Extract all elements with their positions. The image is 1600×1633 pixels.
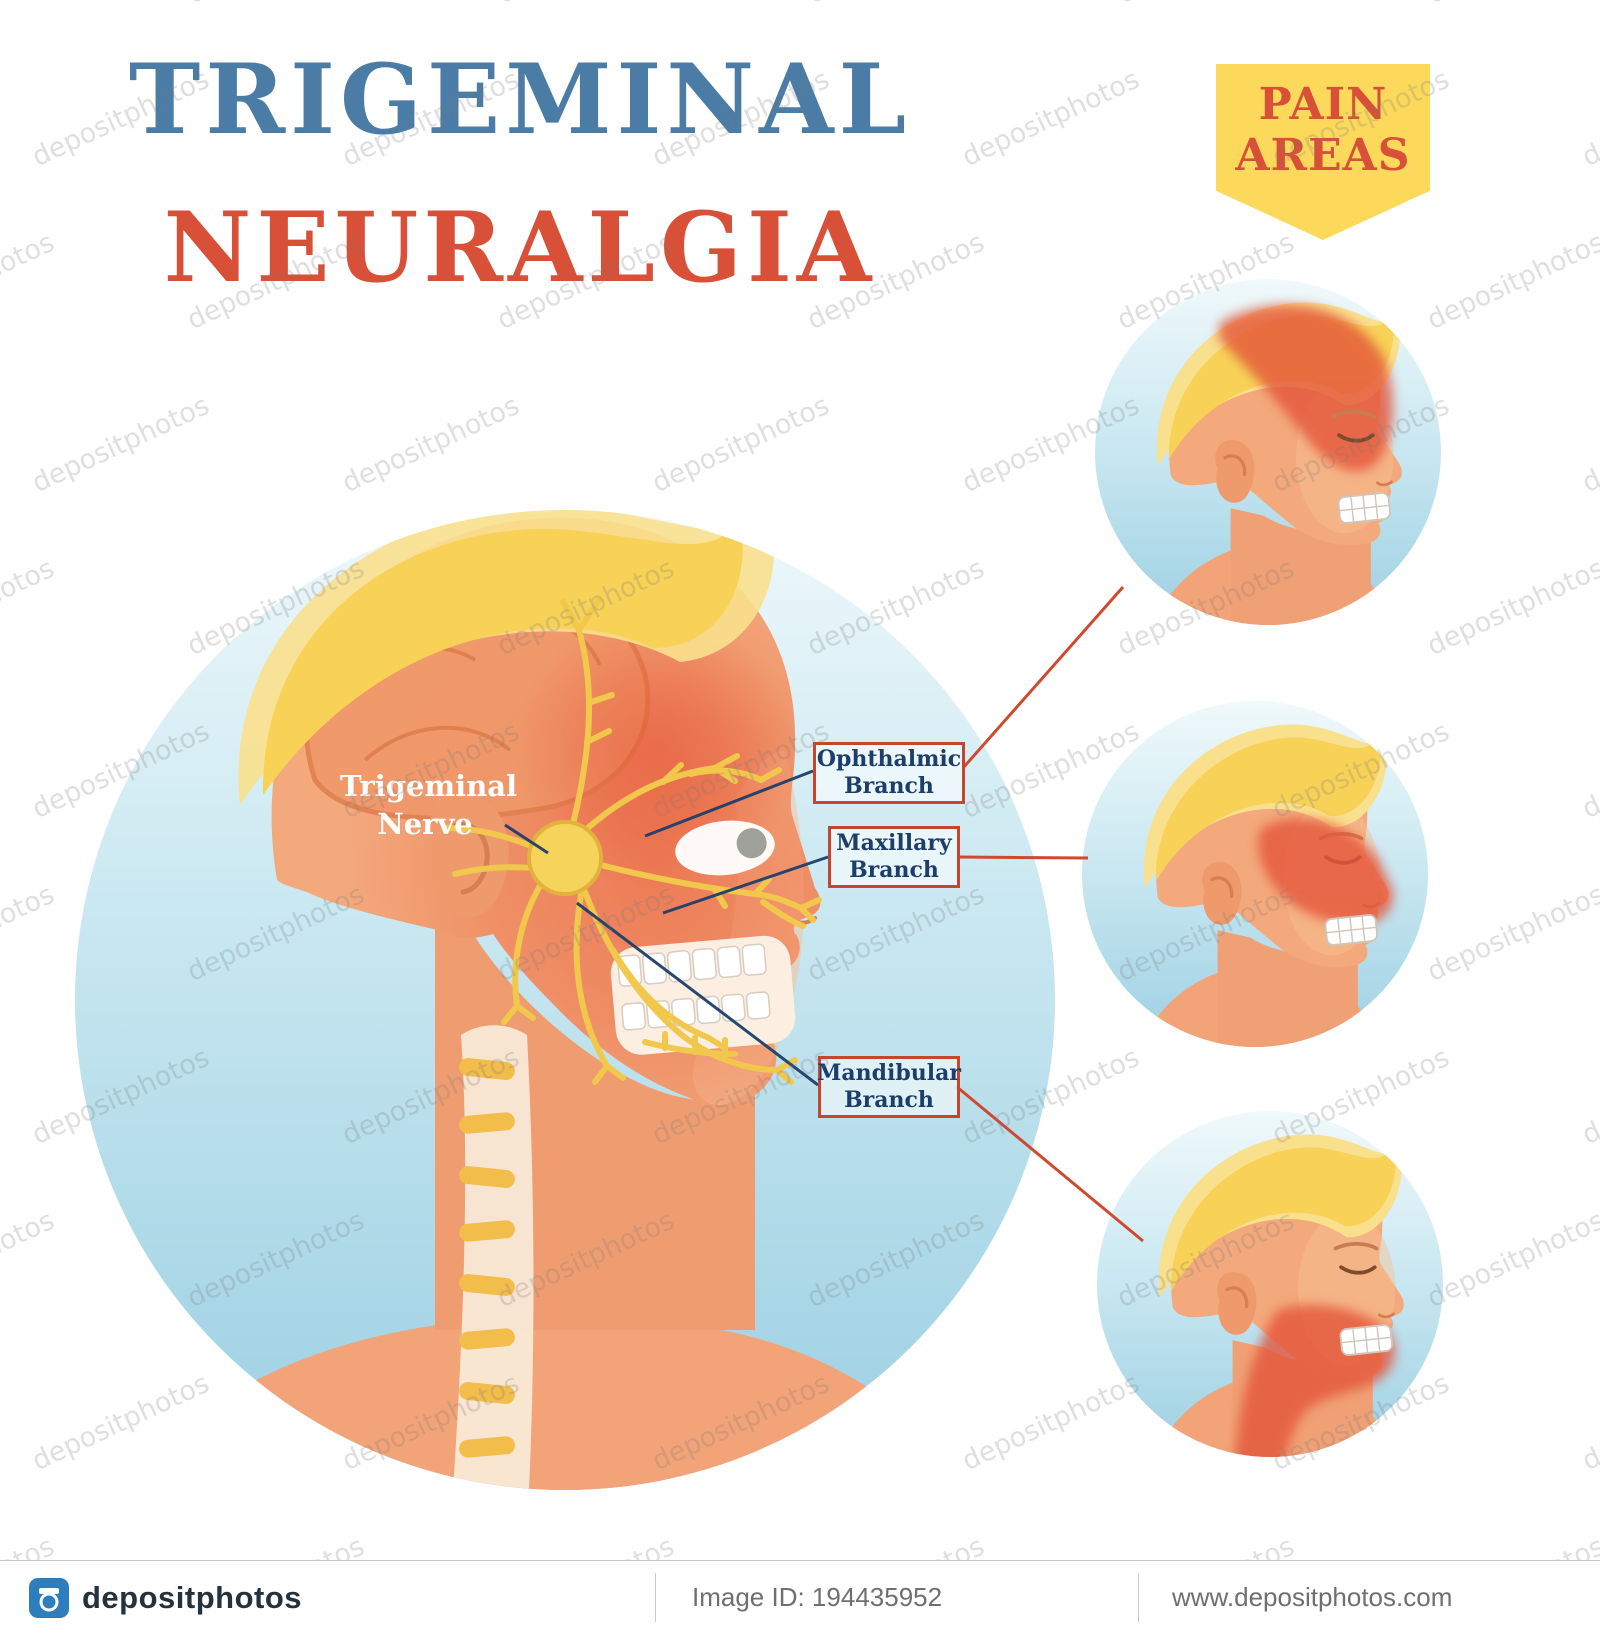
hair: [238, 510, 774, 805]
pain-area-ophthalmic: [1081, 265, 1455, 639]
maxillary-branch-label: Maxillary Branch: [828, 826, 960, 888]
maxillary-pain-overlay: [1258, 818, 1393, 925]
depositphotos-logo: depositphotos: [28, 1561, 302, 1633]
website-url-text: www.depositphotos.com: [1172, 1582, 1453, 1612]
watermark-text: depositphotos: [1422, 878, 1600, 989]
image-id-text: Image ID: 194435952: [692, 1582, 943, 1612]
watermark-text: depositphotos: [1577, 715, 1600, 826]
banner-line-pain: PAIN: [1258, 79, 1388, 130]
pain-area-mandibular: [1083, 1097, 1457, 1471]
watermark-text: depositphotos: [1577, 63, 1600, 174]
pain-area-maxillary: [1068, 687, 1442, 1061]
pain-areas-banner: PAIN AREAS: [1216, 64, 1430, 240]
watermark-text: depositphotos: [1577, 389, 1600, 500]
footer-separator: [1138, 1573, 1139, 1622]
banner-line-areas: AREAS: [1235, 129, 1411, 181]
watermark-text: depositphotos: [802, 0, 989, 10]
depositphotos-logo-icon: [29, 1577, 69, 1618]
depositphotos-logo-text: depositphotos: [82, 1579, 303, 1615]
title-line-trigeminal: TRIGEMINAL: [128, 43, 912, 156]
watermark-text: depositphotos: [1577, 1041, 1600, 1152]
watermark-text: depositphotos: [1422, 0, 1600, 10]
watermark-text: depositphotos: [182, 0, 369, 10]
watermark-text: depositphotos: [1112, 0, 1299, 10]
footer-bar: depositphotos Image ID: 194435952 www.de…: [0, 1560, 1600, 1633]
trigeminal-nerve-illustration: [75, 510, 1055, 1490]
trigeminal-nerve-label: Trigeminal Nerve: [340, 769, 518, 841]
watermark-text: depositphotos: [0, 0, 59, 10]
watermark-text: depositphotos: [1577, 1367, 1600, 1478]
ear: [429, 793, 509, 917]
ophthalmic-branch-label: Ophthalmic Branch: [813, 742, 965, 804]
page-title: TRIGEMINAL NEURALGIA: [100, 52, 940, 296]
watermark-text: depositphotos: [492, 0, 679, 10]
ophthalmic-pain-overlay: [1219, 304, 1394, 472]
mandibular-branch-label: Mandibular Branch: [817, 1056, 961, 1118]
footer-separator: [655, 1573, 656, 1622]
trigeminal-ganglion: [527, 820, 603, 896]
watermark-text: depositphotos: [0, 226, 60, 337]
title-line-neuralgia: NEURALGIA: [163, 191, 877, 304]
watermark-text: depositphotos: [957, 63, 1145, 174]
torso: [125, 1315, 965, 1490]
spine: [453, 1025, 534, 1490]
